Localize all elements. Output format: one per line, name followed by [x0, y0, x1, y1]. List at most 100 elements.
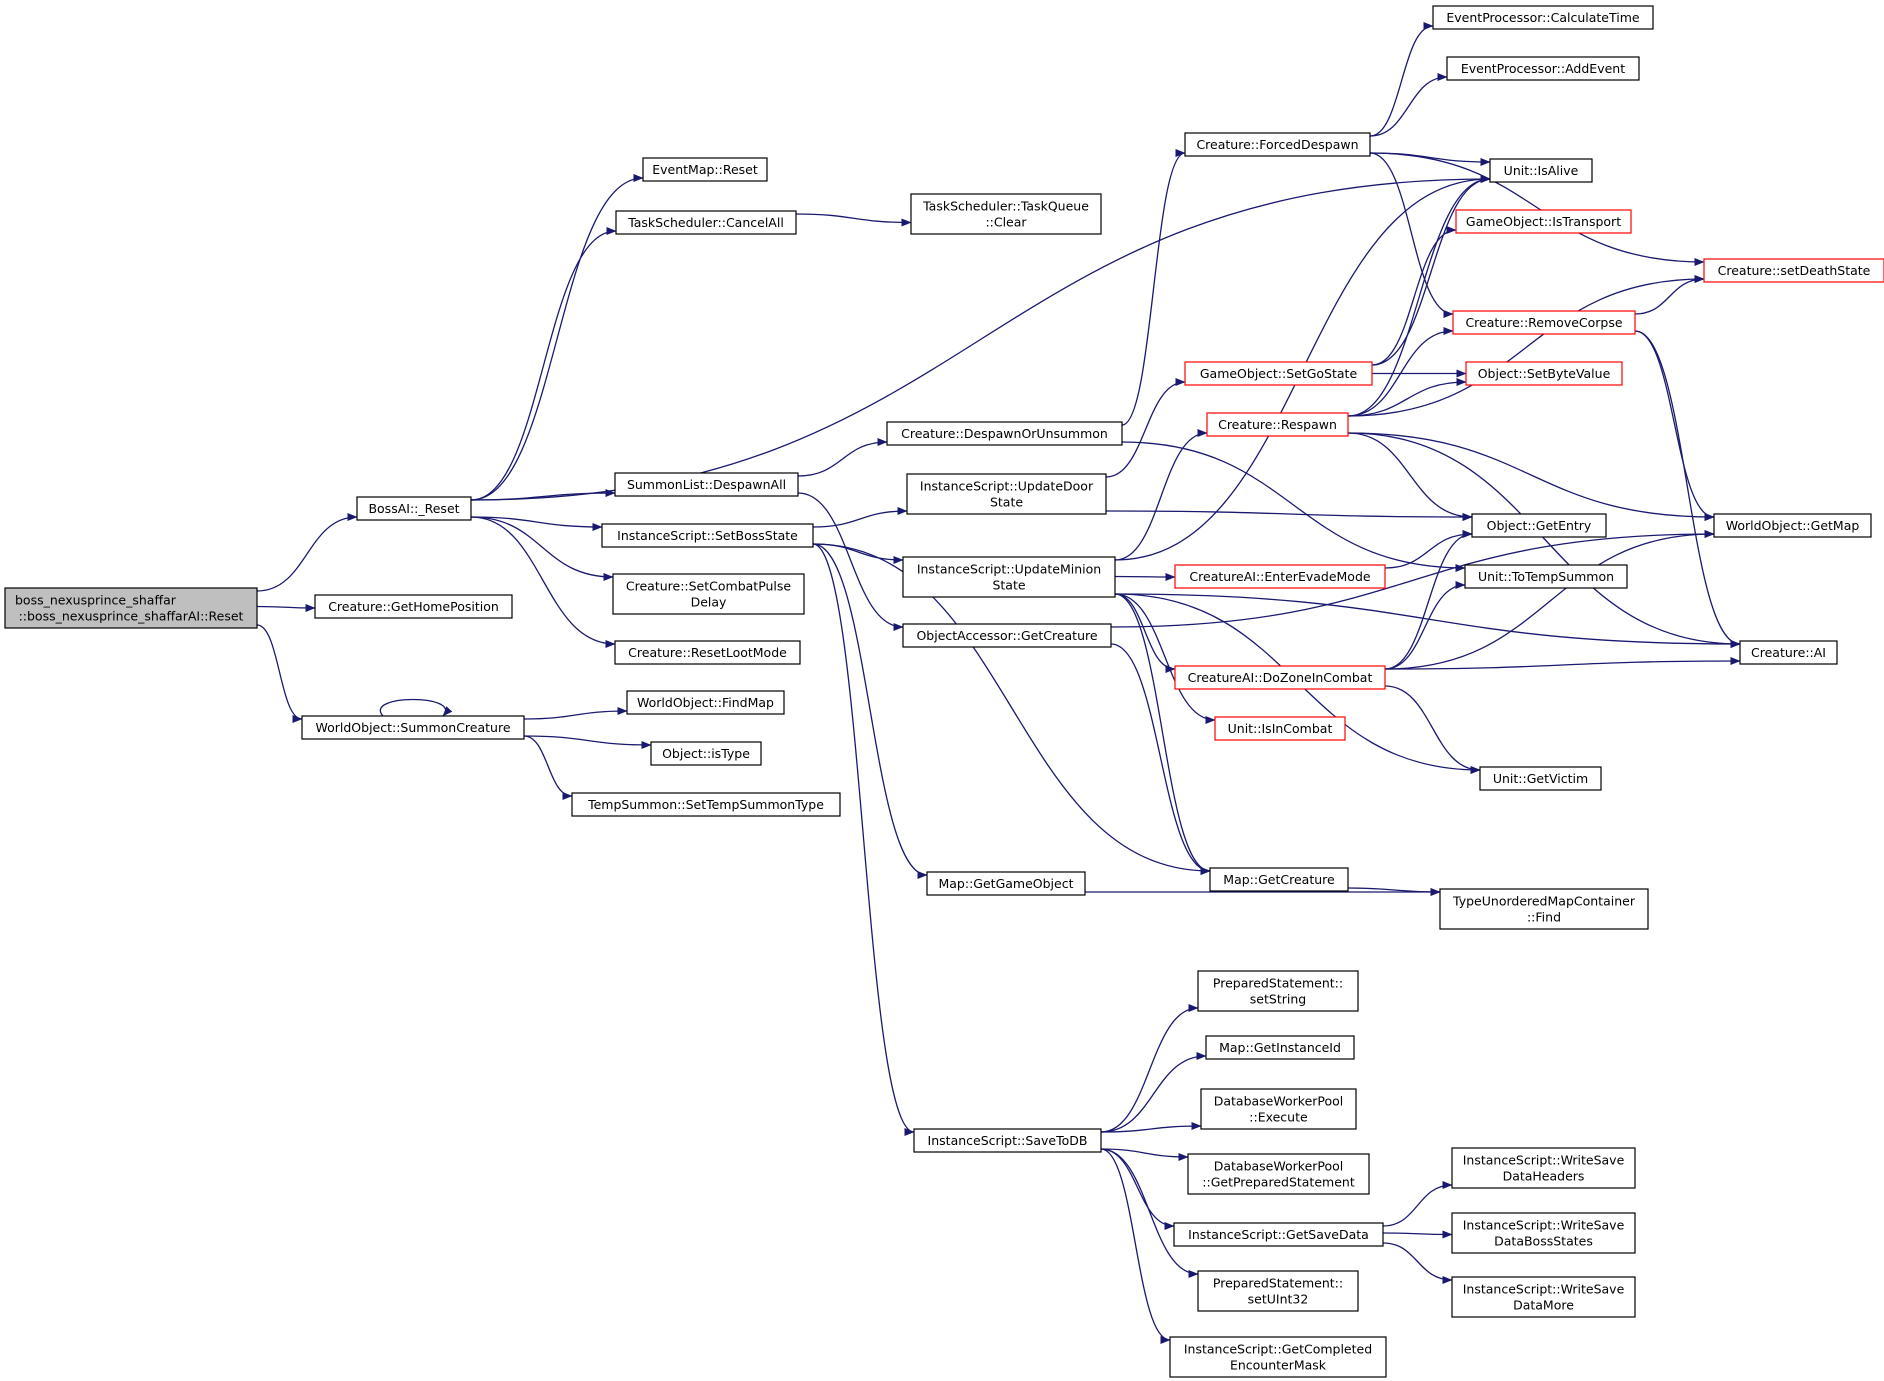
- node-get-completed-mask[interactable]: InstanceScript::GetCompletedEncounterMas…: [1169, 1336, 1387, 1378]
- node-label: Map::GetGameObject: [938, 876, 1073, 891]
- node-box: [1451, 1147, 1636, 1189]
- node-is-in-combat[interactable]: Unit::IsInCombat: [1214, 716, 1346, 741]
- node-tumc-find[interactable]: TypeUnorderedMapContainer::Find: [1439, 888, 1649, 930]
- node-label: Unit::GetVictim: [1493, 771, 1588, 786]
- edge-respawn-to-set_death_state: [1347, 275, 1705, 417]
- node-set-string[interactable]: PreparedStatement::setString: [1197, 970, 1359, 1012]
- node-despawn-all[interactable]: SummonList::DespawnAll: [614, 472, 799, 497]
- edge-bossai_reset-to-despawn_all: [470, 489, 616, 501]
- node-eventmap-reset[interactable]: EventMap::Reset: [642, 157, 768, 182]
- edge-set_boss_state-to-save_to_db: [812, 543, 915, 1136]
- node-calculate-time[interactable]: EventProcessor::CalculateTime: [1432, 5, 1654, 30]
- edge-set_boss_state-to-get_game_object: [812, 543, 928, 879]
- node-label: SummonList::DespawnAll: [627, 477, 786, 492]
- node-do-zone-in-combat[interactable]: CreatureAI::DoZoneInCombat: [1174, 665, 1386, 690]
- node-bossai-reset[interactable]: BossAI::_Reset: [356, 496, 472, 521]
- node-label: ObjectAccessor::GetCreature: [916, 628, 1097, 643]
- node-is-transport[interactable]: GameObject::IsTransport: [1455, 209, 1632, 234]
- node-box: [1465, 361, 1623, 386]
- node-box: [913, 1128, 1102, 1153]
- node-box: [1464, 564, 1628, 589]
- edge-forced_despawn-to-calculate_time: [1369, 22, 1434, 137]
- node-get-map[interactable]: WorldObject::GetMap: [1713, 513, 1872, 538]
- node-label: setString: [1250, 992, 1306, 1007]
- node-box: [614, 472, 799, 497]
- node-cancel-all[interactable]: TaskScheduler::CancelAll: [615, 210, 797, 235]
- edge-despawn_all-to-despawn_or_unsummon: [797, 438, 888, 477]
- node-box: [902, 556, 1116, 598]
- edge-remove_corpse-to-creature_ai: [1634, 330, 1741, 648]
- node-creature-ai[interactable]: Creature::AI: [1739, 640, 1838, 665]
- node-find-map[interactable]: WorldObject::FindMap: [626, 690, 785, 715]
- node-set-uint32[interactable]: PreparedStatement::setUInt32: [1197, 1270, 1359, 1312]
- node-label: Unit::IsInCombat: [1228, 721, 1333, 736]
- node-label: TaskScheduler::TaskQueue: [922, 199, 1089, 214]
- node-dwp-execute[interactable]: DatabaseWorkerPool::Execute: [1200, 1088, 1357, 1130]
- node-label: Creature::GetHomePosition: [328, 599, 499, 614]
- node-label: WorldObject::GetMap: [1726, 518, 1860, 533]
- node-save-to-db[interactable]: InstanceScript::SaveToDB: [913, 1128, 1102, 1153]
- node-reset-loot-mode[interactable]: Creature::ResetLootMode: [614, 640, 801, 665]
- node-enter-evade-mode[interactable]: CreatureAI::EnterEvadeMode: [1174, 564, 1386, 589]
- node-to-temp-summon[interactable]: Unit::ToTempSummon: [1464, 564, 1628, 589]
- edge-summon_creature-to-is_type: [523, 735, 652, 749]
- node-label: GameObject::IsTransport: [1466, 214, 1621, 229]
- node-despawn-or-unsummon[interactable]: Creature::DespawnOrUnsummon: [886, 421, 1123, 446]
- node-get-home-position[interactable]: Creature::GetHomePosition: [314, 594, 513, 619]
- node-box: [4, 587, 258, 629]
- node-oa-get-creature[interactable]: ObjectAccessor::GetCreature: [902, 623, 1112, 648]
- node-label: DataHeaders: [1503, 1169, 1585, 1184]
- node-get-entry[interactable]: Object::GetEntry: [1471, 513, 1607, 538]
- node-set-byte-value[interactable]: Object::SetByteValue: [1465, 361, 1623, 386]
- edge-do_zone_in_combat-to-creature_ai: [1384, 657, 1741, 670]
- node-set-go-state[interactable]: GameObject::SetGoState: [1184, 361, 1373, 386]
- node-respawn[interactable]: Creature::Respawn: [1206, 412, 1349, 437]
- node-map-get-creature[interactable]: Map::GetCreature: [1209, 867, 1349, 892]
- edge-respawn-to-remove_corpse: [1347, 327, 1454, 417]
- node-add-event[interactable]: EventProcessor::AddEvent: [1446, 56, 1640, 81]
- node-is-alive[interactable]: Unit::IsAlive: [1489, 158, 1593, 183]
- node-dwp-get-prepared[interactable]: DatabaseWorkerPool::GetPreparedStatement: [1187, 1153, 1370, 1195]
- node-box: [1205, 1035, 1355, 1060]
- node-forced-despawn[interactable]: Creature::ForcedDespawn: [1184, 132, 1371, 157]
- node-label: Creature::ForcedDespawn: [1196, 137, 1358, 152]
- edge-save_to_db-to-get_instance_id: [1100, 1052, 1207, 1133]
- node-summon-creature[interactable]: WorldObject::SummonCreature: [301, 715, 525, 740]
- node-is-type[interactable]: Object::isType: [650, 741, 762, 766]
- node-box: [906, 473, 1107, 515]
- node-label: State: [990, 495, 1023, 510]
- node-label: WorldObject::SummonCreature: [315, 720, 510, 735]
- edge-save_to_db-to-set_uint32: [1100, 1148, 1199, 1278]
- edge-update_minion_state-to-creature_ai: [1114, 593, 1741, 648]
- node-set-boss-state[interactable]: InstanceScript::SetBossState: [601, 523, 814, 548]
- node-get-victim[interactable]: Unit::GetVictim: [1479, 766, 1602, 791]
- node-box: [601, 523, 814, 548]
- node-label: EventProcessor::AddEvent: [1461, 61, 1625, 76]
- node-label: InstanceScript::UpdateMinion: [917, 562, 1101, 577]
- edge-oa_get_creature-to-map_get_creature: [1110, 643, 1211, 875]
- node-get-game-object[interactable]: Map::GetGameObject: [926, 871, 1086, 896]
- node-set-temp-summon-type[interactable]: TempSummon::SetTempSummonType: [571, 792, 841, 817]
- node-label: boss_nexusprince_shaffar: [15, 593, 177, 608]
- node-box: [614, 640, 801, 665]
- edge-respawn-to-set_byte_value: [1347, 378, 1467, 417]
- node-set-death-state[interactable]: Creature::setDeathState: [1703, 258, 1884, 283]
- node-box: [642, 157, 768, 182]
- node-box: [886, 421, 1123, 446]
- edge-update_minion_state-to-do_zone_in_combat: [1114, 593, 1176, 673]
- node-get-save-data[interactable]: InstanceScript::GetSaveData: [1173, 1222, 1384, 1247]
- edge-root-to-bossai_reset: [256, 513, 358, 592]
- node-root[interactable]: boss_nexusprince_shaffar::boss_nexusprin…: [4, 587, 258, 629]
- node-remove-corpse[interactable]: Creature::RemoveCorpse: [1452, 310, 1636, 335]
- node-label: Creature::DespawnOrUnsummon: [901, 426, 1108, 441]
- node-get-instance-id[interactable]: Map::GetInstanceId: [1205, 1035, 1355, 1060]
- node-label: ::Find: [1527, 910, 1561, 925]
- node-taskqueue-clear[interactable]: TaskScheduler::TaskQueue::Clear: [910, 193, 1102, 235]
